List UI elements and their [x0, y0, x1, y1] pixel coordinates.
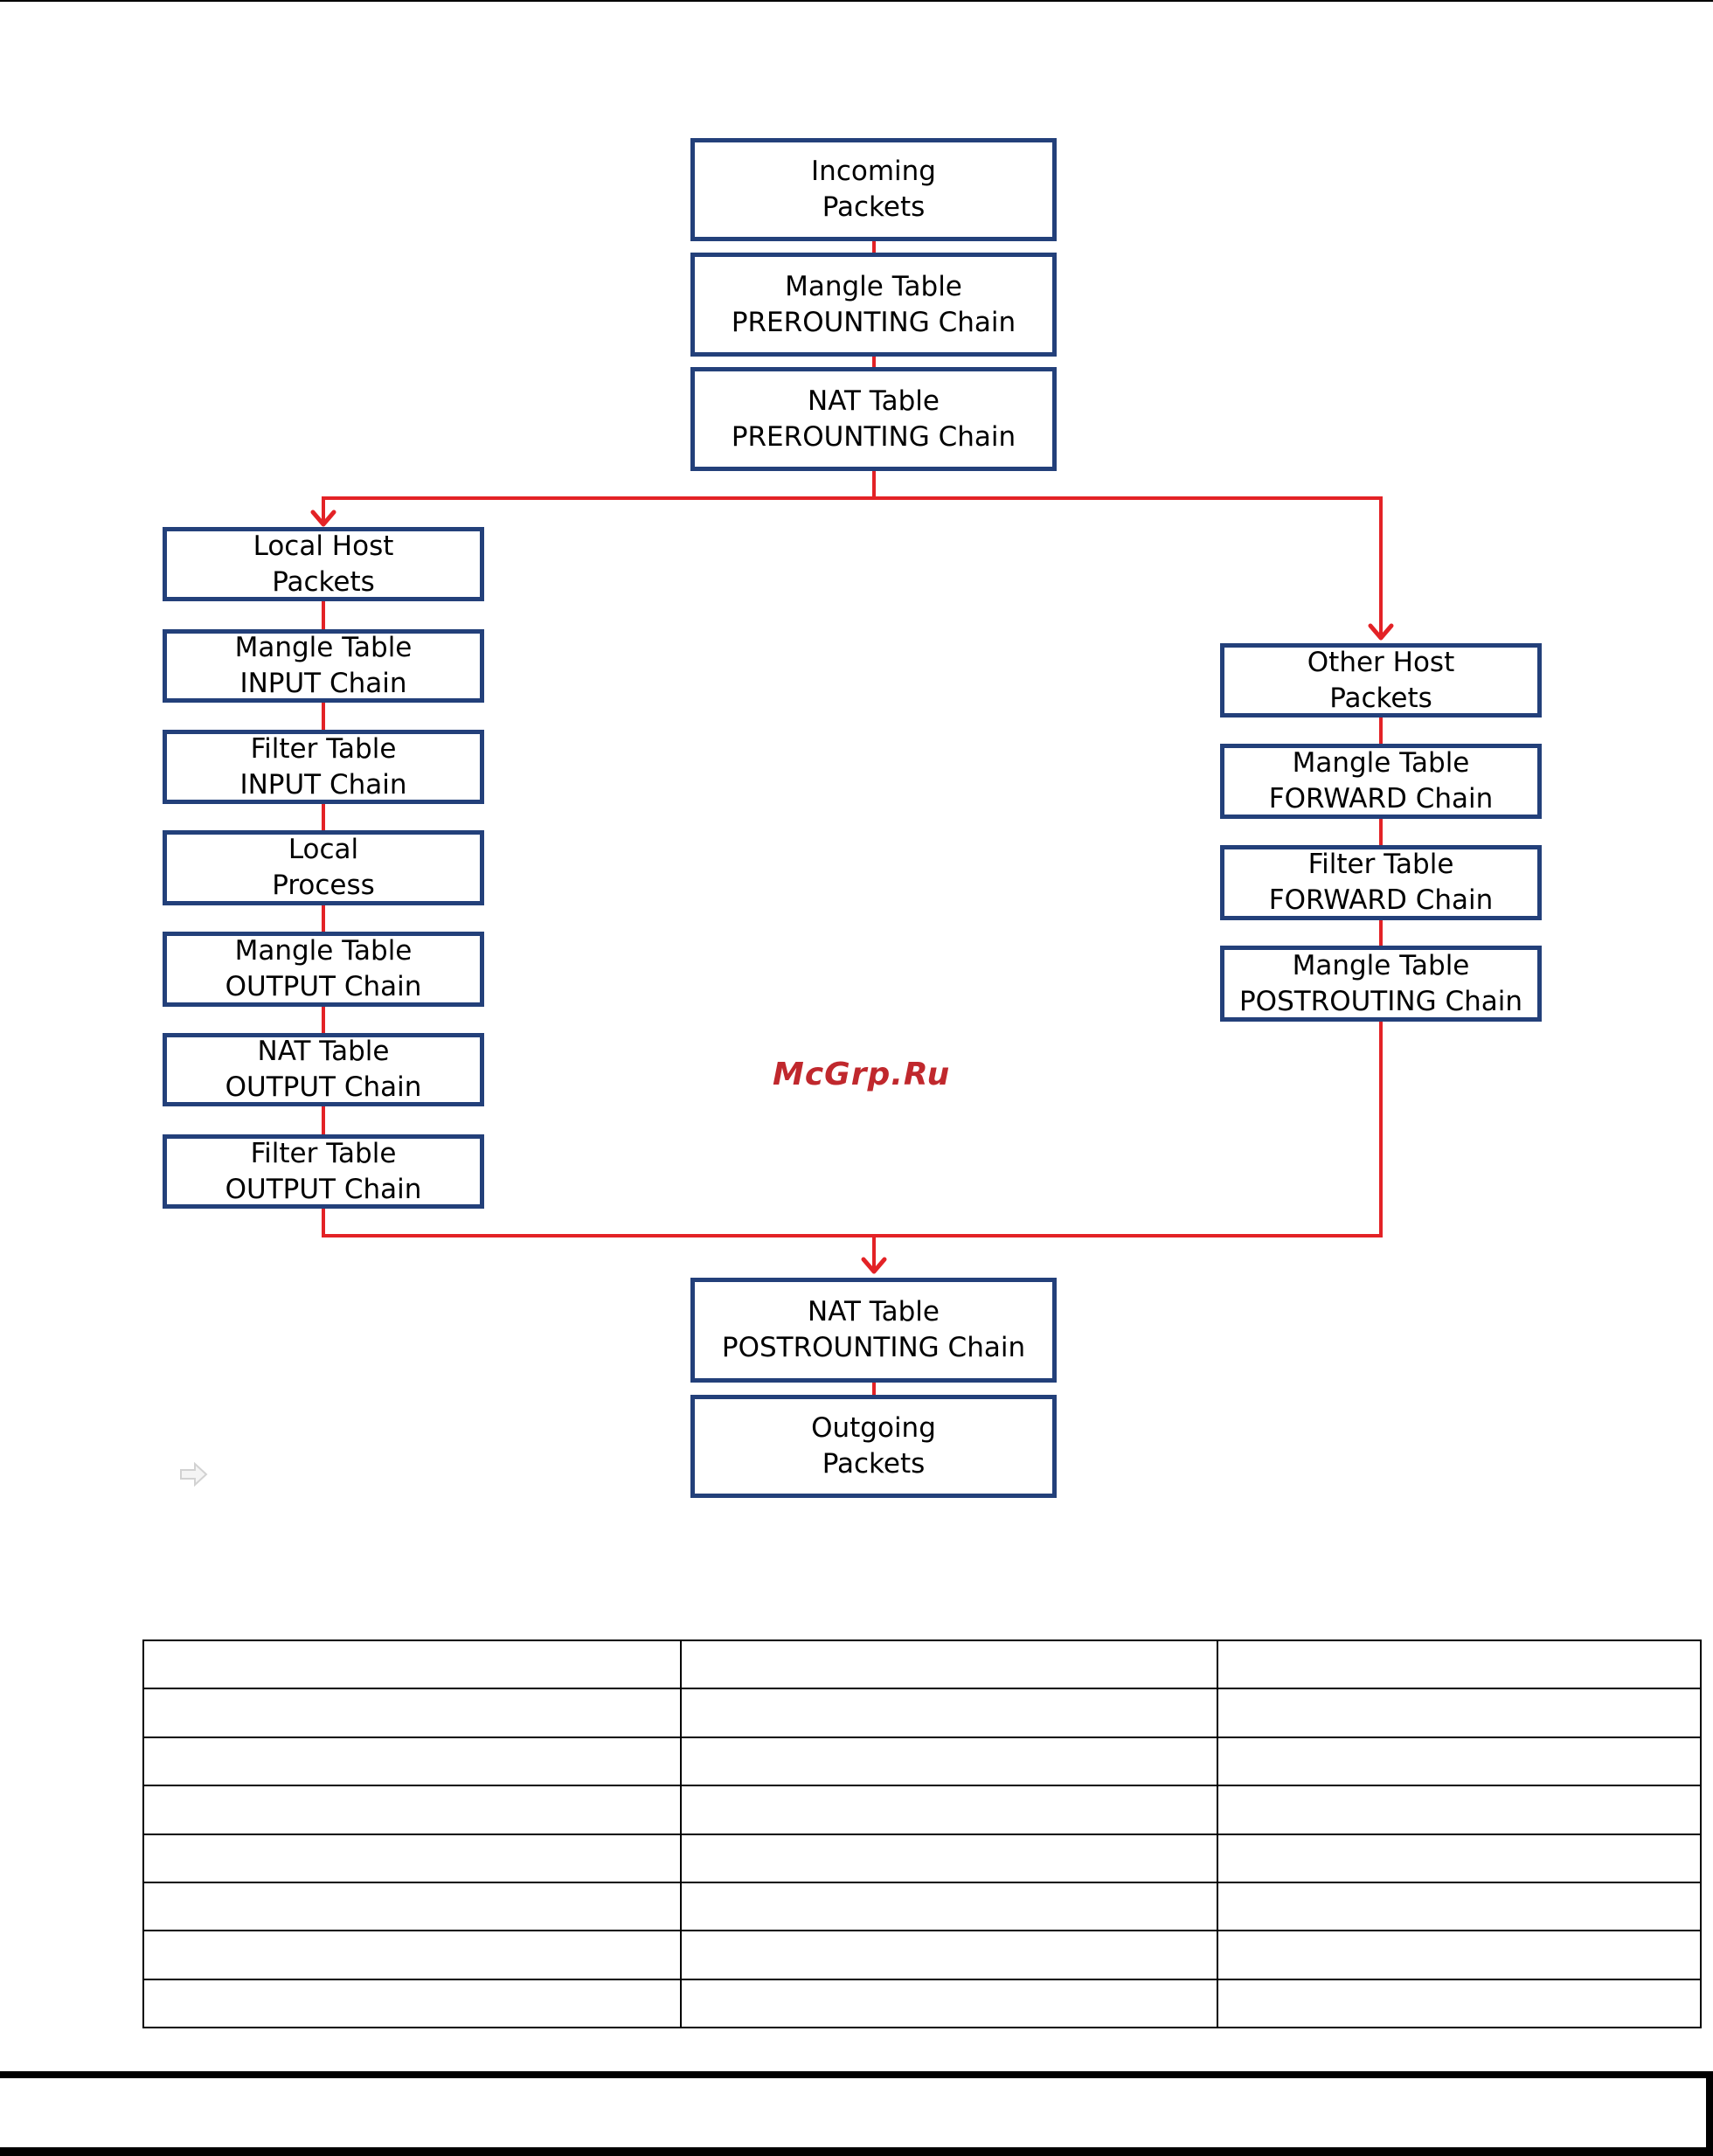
table-row — [142, 1930, 1702, 1980]
node-line: Mangle Table — [785, 270, 962, 302]
node-outgoing-packets: Outgoing Packets — [690, 1395, 1057, 1498]
node-line: Packets — [822, 1448, 926, 1480]
table-cell — [142, 1736, 682, 1787]
top-rule — [0, 0, 1713, 2]
node-line: Filter Table — [250, 1137, 397, 1169]
table-row — [142, 1785, 1702, 1835]
node-line: Packets — [272, 565, 375, 598]
table-row — [142, 1833, 1702, 1883]
table-cell — [680, 1881, 1218, 1932]
node-local-host-packets: Local Host Packets — [163, 527, 484, 601]
table-cell — [680, 1639, 1218, 1690]
node-line: Outgoing — [811, 1412, 936, 1444]
empty-table — [142, 1639, 1702, 2029]
node-line: Mangle Table — [234, 632, 413, 663]
node-line: FORWARD Chain — [1268, 783, 1494, 815]
table-cell — [1217, 1639, 1702, 1690]
node-line: Local — [288, 834, 359, 865]
table-cell — [1217, 1978, 1702, 2029]
table-cell — [1217, 1736, 1702, 1787]
link-nat-otherhost — [874, 496, 1383, 638]
table-cell — [680, 1736, 1218, 1787]
arrowhead-natpostrouting — [861, 1257, 887, 1274]
node-mangle-output: Mangle Table OUTPUT Chain — [163, 932, 484, 1007]
arrowhead-otherhost — [1368, 623, 1394, 641]
node-local-process: Local Process — [163, 830, 484, 905]
node-other-host-packets: Other Host Packets — [1220, 643, 1542, 718]
table-cell — [680, 1930, 1218, 1980]
table-cell — [1217, 1930, 1702, 1980]
node-mangle-prerouting: Mangle Table PREROUNTING Chain — [690, 253, 1057, 357]
node-incoming-packets: Incoming Packets — [690, 138, 1057, 241]
node-line: Packets — [822, 191, 926, 223]
table-cell — [1217, 1785, 1702, 1835]
table-cell — [142, 1688, 682, 1738]
table-cell — [142, 1833, 682, 1883]
link-nat-localhost — [322, 471, 876, 524]
table-cell — [1217, 1833, 1702, 1883]
table-row — [142, 1639, 1702, 1690]
table-cell — [142, 1785, 682, 1835]
node-line: OUTPUT Chain — [225, 971, 422, 1002]
bottom-frame — [0, 2071, 1713, 2156]
node-line: PREROUNTING Chain — [731, 420, 1016, 453]
table-body — [142, 1639, 1702, 2029]
table-cell — [142, 1978, 682, 2029]
node-line: Filter Table — [250, 732, 397, 765]
node-line: NAT Table — [257, 1036, 390, 1067]
node-line: NAT Table — [808, 1296, 940, 1328]
node-nat-postrouting: NAT Table POSTROUNTING Chain — [690, 1278, 1057, 1383]
node-line: POSTROUTING Chain — [1238, 985, 1523, 1017]
table-cell — [680, 1785, 1218, 1835]
right-arrow-icon — [180, 1461, 208, 1487]
table-row — [142, 1688, 1702, 1738]
table-cell — [1217, 1881, 1702, 1932]
arrowhead-localhost — [310, 510, 336, 527]
table-cell — [1217, 1688, 1702, 1738]
node-line: Incoming — [811, 156, 936, 187]
table-row — [142, 1736, 1702, 1787]
node-mangle-forward: Mangle Table FORWARD Chain — [1220, 744, 1542, 819]
node-mangle-input: Mangle Table INPUT Chain — [163, 629, 484, 703]
node-line: Local Host — [253, 530, 394, 562]
node-nat-prerouting: NAT Table PREROUNTING Chain — [690, 367, 1057, 471]
table-cell — [142, 1881, 682, 1932]
node-line: OUTPUT Chain — [225, 1173, 422, 1205]
node-line: INPUT Chain — [239, 768, 407, 801]
node-line: INPUT Chain — [239, 668, 407, 699]
node-filter-output: Filter Table OUTPUT Chain — [163, 1134, 484, 1209]
node-nat-output: NAT Table OUTPUT Chain — [163, 1033, 484, 1106]
node-filter-input: Filter Table INPUT Chain — [163, 730, 484, 804]
table-cell — [680, 1833, 1218, 1883]
node-line: Mangle Table — [1292, 747, 1470, 779]
table-row — [142, 1881, 1702, 1932]
node-line: Process — [272, 870, 375, 901]
node-line: OUTPUT Chain — [225, 1071, 422, 1103]
node-line: POSTROUNTING Chain — [721, 1332, 1026, 1363]
node-line: FORWARD Chain — [1268, 884, 1494, 916]
table-cell — [142, 1639, 682, 1690]
link-merge — [322, 1022, 1383, 1237]
node-line: Mangle Table — [234, 935, 413, 967]
node-line: NAT Table — [808, 385, 940, 417]
node-filter-forward: Filter Table FORWARD Chain — [1220, 845, 1542, 920]
table-cell — [680, 1688, 1218, 1738]
node-line: Filter Table — [1307, 849, 1454, 880]
table-cell — [680, 1978, 1218, 2029]
node-line: Other Host — [1307, 646, 1455, 678]
table-row — [142, 1978, 1702, 2029]
node-line: Packets — [1329, 682, 1432, 714]
node-mangle-postrouting: Mangle Table POSTROUTING Chain — [1220, 946, 1542, 1022]
node-line: Mangle Table — [1292, 949, 1470, 981]
table-cell — [142, 1930, 682, 1980]
node-line: PREROUNTING Chain — [731, 306, 1016, 338]
watermark: McGrp.Ru — [773, 1057, 951, 1092]
